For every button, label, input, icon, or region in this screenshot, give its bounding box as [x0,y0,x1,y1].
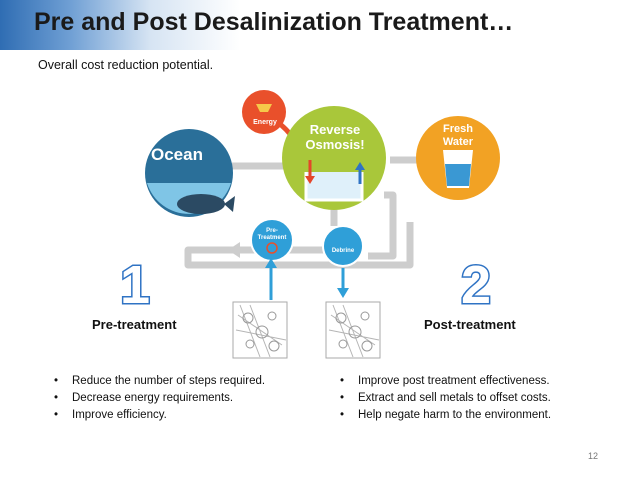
pre-treatment-heading: Pre-treatment [92,317,177,332]
debrine-node: Debrine [322,225,364,267]
pipe-ro-down-right [368,191,397,260]
post-treatment-down-arrow-head [337,288,349,298]
post-treatment-membrane-image [325,301,381,359]
whale-tail-icon [224,196,235,212]
slide-title: Pre and Post Desalinization Treatment… [34,8,514,36]
pre-treatment-node: Pre- Treatment [250,218,294,262]
list-item: Help negate harm to the environment. [338,407,551,424]
reverse-osmosis-node: Reverse Osmosis! [282,106,386,210]
ro-down-arrow-head [305,176,315,184]
list-item: Extract and sell metals to offset costs. [338,390,551,407]
pre-treatment-label-line1: Pre- [266,228,278,234]
pre-treatment-label-line2: Treatment [258,235,287,241]
pre-treatment-bullet-list: Reduce the number of steps required. Dec… [52,373,265,424]
debrine-circle [322,225,364,267]
glass-water [445,164,471,186]
post-treatment-bullet-list: Improve post treatment effectiveness. Ex… [338,373,551,424]
list-item: Improve efficiency. [52,407,265,424]
list-item: Improve post treatment effectiveness. [338,373,551,390]
ocean-label: Ocean [151,145,203,164]
step-number-1: 1 [118,255,151,315]
ocean-node: Ocean [145,129,235,217]
no-symbol-icon [266,242,278,254]
post-treatment-heading: Post-treatment [424,317,516,332]
ro-label-line1: Reverse [310,122,361,137]
ro-u-tube [304,172,364,202]
fresh-label-line1: Fresh [443,123,473,135]
page-number: 12 [588,451,599,461]
energy-label: Energy [253,119,277,126]
step-arrows [265,258,349,300]
fresh-label-line2: Water [443,136,474,148]
pre-treatment-up-arrow-head [265,258,277,268]
ro-label-line2: Osmosis! [305,137,364,152]
pre-treatment-membrane-image [232,301,288,359]
debrine-label: Debrine [332,248,355,254]
title-bar [0,0,638,50]
energy-icon [256,104,272,112]
slide-subtitle: Overall cost reduction potential. [38,58,214,72]
list-item: Reduce the number of steps required. [52,373,265,390]
whale-icon [177,194,225,214]
list-item: Decrease energy requirements. [52,390,265,407]
fresh-water-node: Fresh Water [416,116,500,200]
ro-up-arrow-head [355,162,365,170]
arrow-head-bottom [228,242,240,258]
step-number-2: 2 [459,255,492,315]
